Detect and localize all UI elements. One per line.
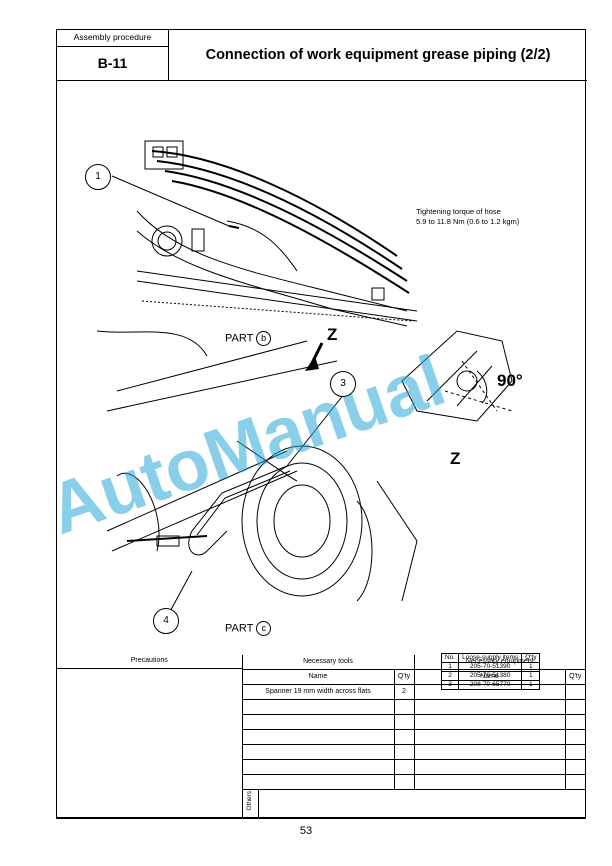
part-c-circle: c [256, 621, 272, 636]
procedure-sheet: Assembly procedure B-11 Connection of wo… [56, 29, 587, 819]
callout-1: 1 [85, 164, 111, 190]
part-c-label: PART c [225, 621, 272, 636]
z-label-top: Z [327, 325, 338, 344]
tools-qty-header: Q'ty [393, 669, 415, 685]
header-left-box: Assembly procedure B-11 [57, 30, 169, 81]
torque-line-1: Tightening torque of hose [416, 207, 501, 216]
torque-line-2: 5.9 to 11.8 Nm (0.6 to 1.2 kgm) [416, 217, 520, 226]
tool-qty: 2 [393, 684, 415, 700]
others-content [257, 789, 586, 818]
equipment-qty-header: Q'ty [564, 669, 586, 685]
torque-note: Tightening torque of hose 5.9 to 11.8 Nm… [416, 207, 519, 227]
procedure-label: Assembly procedure [57, 30, 168, 47]
tool-name: Spanner 19 mm width across flats [242, 684, 395, 700]
tools-name-header: Name [242, 669, 395, 685]
angle-label: 90° [497, 371, 523, 390]
table-row [57, 774, 586, 790]
table-row [57, 744, 586, 760]
part-b-label: PART b [225, 331, 272, 346]
table-row [57, 714, 586, 730]
table-row [57, 729, 586, 745]
illustration-area: Tightening torque of hose 5.9 to 11.8 Nm… [57, 81, 585, 690]
part-c-text: PART [225, 622, 254, 635]
page-number: 53 [299, 825, 313, 837]
precautions-header: Precautions [57, 655, 242, 669]
req-header-row: Precautions Necessary tools Necessary eq… [57, 655, 586, 818]
z-label-right: Z [450, 449, 461, 468]
others-label: Others [246, 791, 253, 811]
others-row: Others [57, 789, 586, 818]
part-b-circle: b [256, 331, 272, 346]
precautions-cell: Precautions [57, 655, 243, 818]
part-b-text: PART [225, 332, 254, 345]
callout-3: 3 [330, 371, 356, 397]
mechanical-drawing [96, 140, 513, 618]
requirements-table: Precautions Necessary tools Necessary eq… [57, 655, 586, 818]
tools-header: Necessary tools [241, 655, 415, 670]
callout-4: 4 [153, 608, 179, 634]
table-row [57, 759, 586, 775]
procedure-code: B-11 [97, 55, 128, 71]
equipment-name-header: Name [413, 669, 566, 685]
others-label-cell: Others [242, 789, 259, 818]
equipment-header: Necessary equipment [413, 655, 586, 670]
page-title: Connection of work equipment grease pipi… [169, 30, 587, 81]
